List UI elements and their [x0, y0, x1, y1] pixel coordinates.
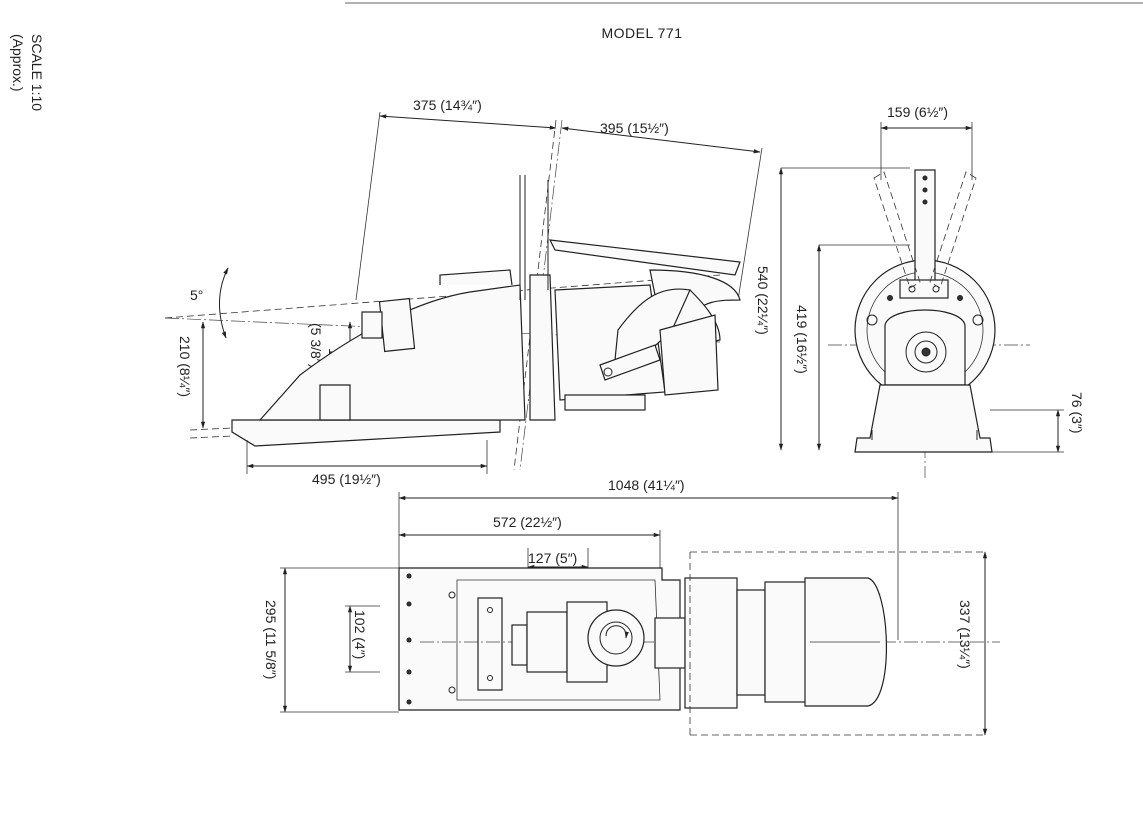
drawing-title: MODEL 771 [601, 25, 682, 41]
dim-1048-label: 1048 (41¼″) [608, 477, 685, 493]
dim-419-label: 419 (16½″) [794, 305, 810, 374]
end-pedestal [854, 384, 993, 453]
plan-view: 1048 (41¼″) 572 (22½″) 127 (5″) [263, 477, 1000, 736]
dim-337-label: 337 (13¼″) [957, 600, 973, 669]
side-pump-housing [529, 274, 556, 421]
dim-76-label: 76 (3″) [1069, 392, 1085, 434]
angle-label: 5° [190, 287, 203, 303]
dim-127-label: 127 (5″) [528, 550, 577, 566]
dim-210-label: 210 (8¼″) [177, 336, 193, 397]
dim-540-label: 540 (22¼″) [755, 266, 771, 335]
dim-395-label: 395 (15½″) [600, 120, 669, 136]
dim-375-label: 375 (14¾″) [413, 97, 482, 113]
side-view: 375 (14¾″) 395 (15½″) 5° 210 (8¼″) 136 (… [164, 97, 763, 487]
scale-approx-label: (Approx.) [10, 34, 26, 92]
end-view: 159 (6½″) 540 (22¼″) 419 (16½″) [755, 104, 1085, 478]
dim-136-inch-label: (5 3/8″) [308, 323, 324, 368]
dim-295-label: 295 (11 5/8″) [263, 600, 279, 679]
dim-159-label: 159 (6½″) [887, 104, 948, 120]
scale-label: SCALE 1:10 [29, 34, 45, 111]
dim-572-label: 572 (22½″) [493, 514, 562, 530]
side-mounting-plate [231, 419, 501, 447]
dim-102-label: 102 (4″) [352, 610, 368, 659]
dim-495-label: 495 (19½″) [312, 471, 381, 487]
plan-pump-housing [684, 577, 738, 709]
